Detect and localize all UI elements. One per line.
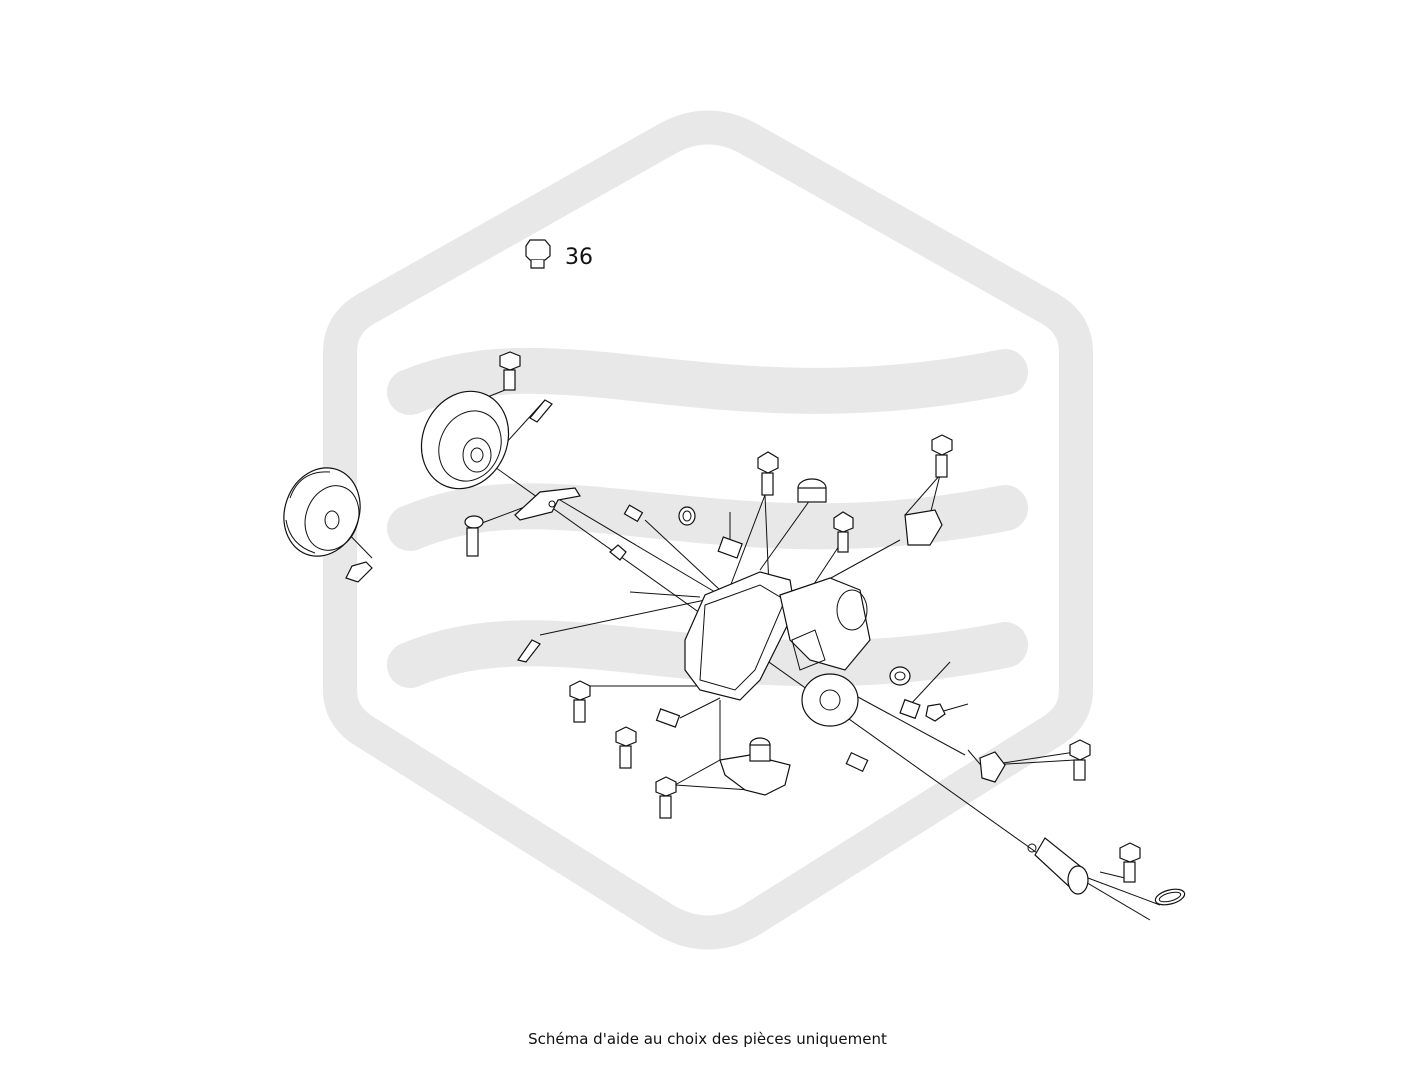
- bolt-right-upper: [833, 511, 854, 553]
- bolt-lower-left: [569, 680, 591, 723]
- clutch-pressure-plate: [420, 390, 510, 490]
- seal-ring-left: [678, 506, 696, 526]
- reverse-light-switch: [655, 708, 681, 728]
- sensor-bolt: [1069, 739, 1091, 781]
- bolt-head-icon: [525, 239, 551, 269]
- starter-motor: [1027, 837, 1089, 895]
- temperature-sensor: [845, 751, 869, 773]
- diagram-caption: Schéma d'aide au choix des pièces unique…: [528, 1030, 887, 1048]
- callout-36: 36: [525, 239, 593, 270]
- sleeve-bushing: [717, 536, 743, 559]
- watermark-logo: [323, 110, 1093, 950]
- drain-plug: [899, 698, 921, 720]
- small-bushing: [623, 504, 644, 523]
- bolt-lower-mid: [615, 726, 637, 769]
- bracket-bolt: [931, 434, 953, 478]
- starter-bolt: [1119, 842, 1141, 883]
- speed-sensor: [979, 751, 1006, 783]
- release-fork: [514, 487, 581, 521]
- pivot-clip: [609, 544, 627, 561]
- mounting-bracket: [904, 509, 943, 546]
- filler-plug: [925, 703, 946, 722]
- gear-selector-actuator: [719, 737, 791, 796]
- o-ring: [1154, 888, 1186, 906]
- top-bolt: [757, 451, 779, 496]
- pressure-plate-bolt: [499, 351, 521, 391]
- bolt-bottom: [655, 776, 677, 819]
- cap-plug: [797, 478, 827, 503]
- output-seal: [889, 666, 911, 686]
- fork-pivot-stud: [464, 515, 484, 557]
- flywheel-bolt: [345, 561, 373, 583]
- clutch-pin: [529, 399, 553, 423]
- callout-number: 36: [565, 245, 593, 270]
- flywheel: [283, 467, 361, 557]
- gearbox-housing: [684, 571, 871, 727]
- guide-pin-left: [517, 639, 541, 663]
